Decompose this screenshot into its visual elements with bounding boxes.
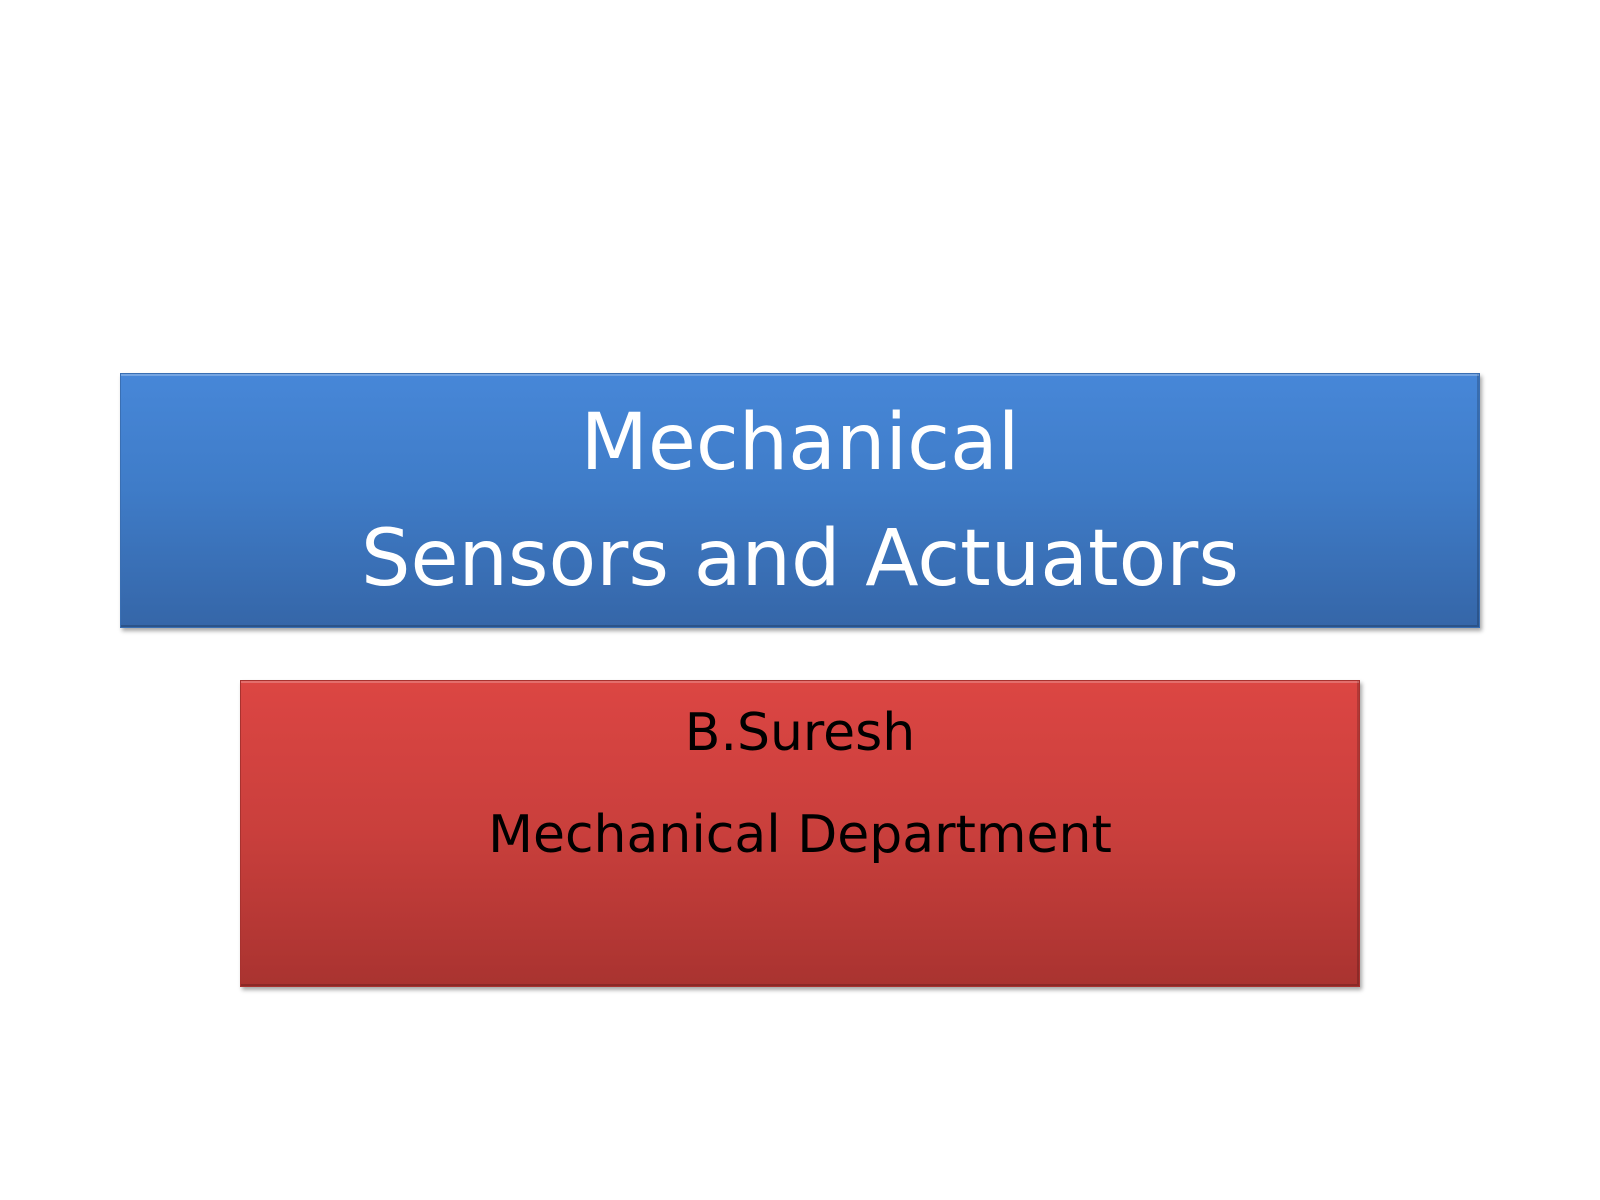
title-line-2: Sensors and Actuators bbox=[360, 514, 1240, 604]
author-name: B.Suresh bbox=[684, 703, 916, 763]
title-box: Mechanical Sensors and Actuators bbox=[120, 373, 1480, 628]
department-name: Mechanical Department bbox=[488, 805, 1112, 865]
title-line-1: Mechanical bbox=[580, 398, 1020, 488]
subtitle-box: B.Suresh Mechanical Department bbox=[240, 680, 1360, 987]
